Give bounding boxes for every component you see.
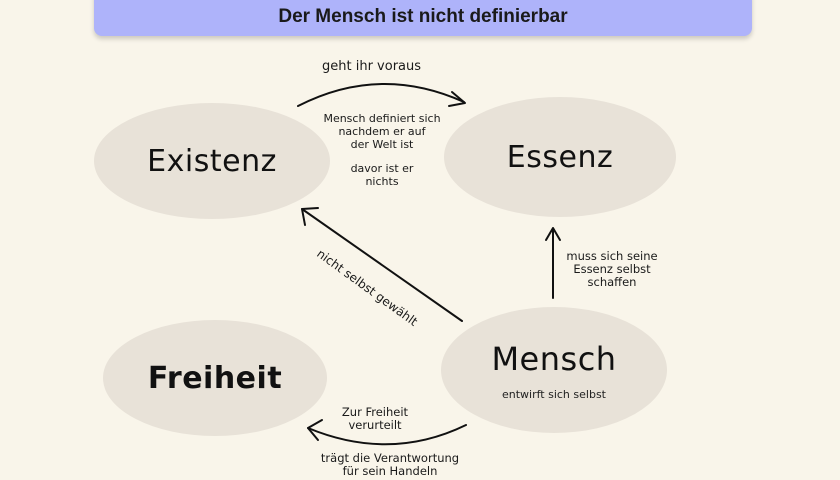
node-freiheit-label: Freiheit (147, 360, 283, 396)
node-freiheit: Freiheit (103, 320, 327, 436)
node-essenz: Essenz (444, 97, 676, 217)
note-verantwortung-line: trägt die Verantwortung (320, 451, 460, 465)
arrow-mensch-to-essenz-head (545, 227, 561, 241)
note-essenz-schaffen: muss sich seine Essenz selbst schaffen (557, 250, 667, 289)
note-zur-freiheit-verurteilt: Zur Freiheit verurteilt (340, 406, 410, 432)
arrow-existenz-to-essenz (297, 83, 465, 107)
note-definiert-spacer (312, 151, 452, 162)
note-verantwortung-line: für sein Handeln (342, 464, 438, 478)
page-title: Der Mensch ist nicht definierbar (278, 6, 568, 27)
note-schaffen-line: muss sich seine (566, 249, 658, 263)
node-existenz-label: Existenz (147, 143, 277, 179)
note-schaffen-line: schaffen (587, 275, 637, 289)
node-mensch: Mensch entwirft sich selbst (441, 307, 667, 433)
note-verurteilt-line: Zur Freiheit (341, 405, 409, 419)
node-mensch-subtitle: entwirft sich selbst (501, 387, 606, 401)
note-definiert-line: davor ist er (350, 162, 414, 175)
note-definiert-line: der Welt ist (350, 138, 414, 151)
node-existenz: Existenz (94, 103, 330, 219)
arrow-mensch-to-existenz (301, 208, 463, 322)
note-geht-voraus: geht ihr voraus (322, 59, 422, 74)
note-verurteilt-line: verurteilt (348, 418, 402, 432)
arrow-mensch-to-existenz-head (301, 207, 319, 226)
arrow-mensch-to-freiheit (307, 424, 467, 446)
note-definiert: Mensch definiert sich nachdem er auf der… (312, 112, 452, 188)
title-banner: Der Mensch ist nicht definierbar (94, 0, 752, 36)
note-definiert-line: nachdem er auf (338, 125, 426, 138)
node-essenz-label: Essenz (506, 139, 614, 175)
note-definiert-line: nichts (365, 175, 399, 188)
note-verantwortung: trägt die Verantwortung für sein Handeln (312, 452, 468, 478)
node-mensch-label: Mensch (491, 339, 617, 378)
note-schaffen-line: Essenz selbst (573, 262, 651, 276)
arrow-mensch-to-freiheit-head (307, 419, 323, 441)
arrow-existenz-to-essenz-head (448, 91, 466, 107)
note-definiert-line: Mensch definiert sich (323, 112, 441, 125)
